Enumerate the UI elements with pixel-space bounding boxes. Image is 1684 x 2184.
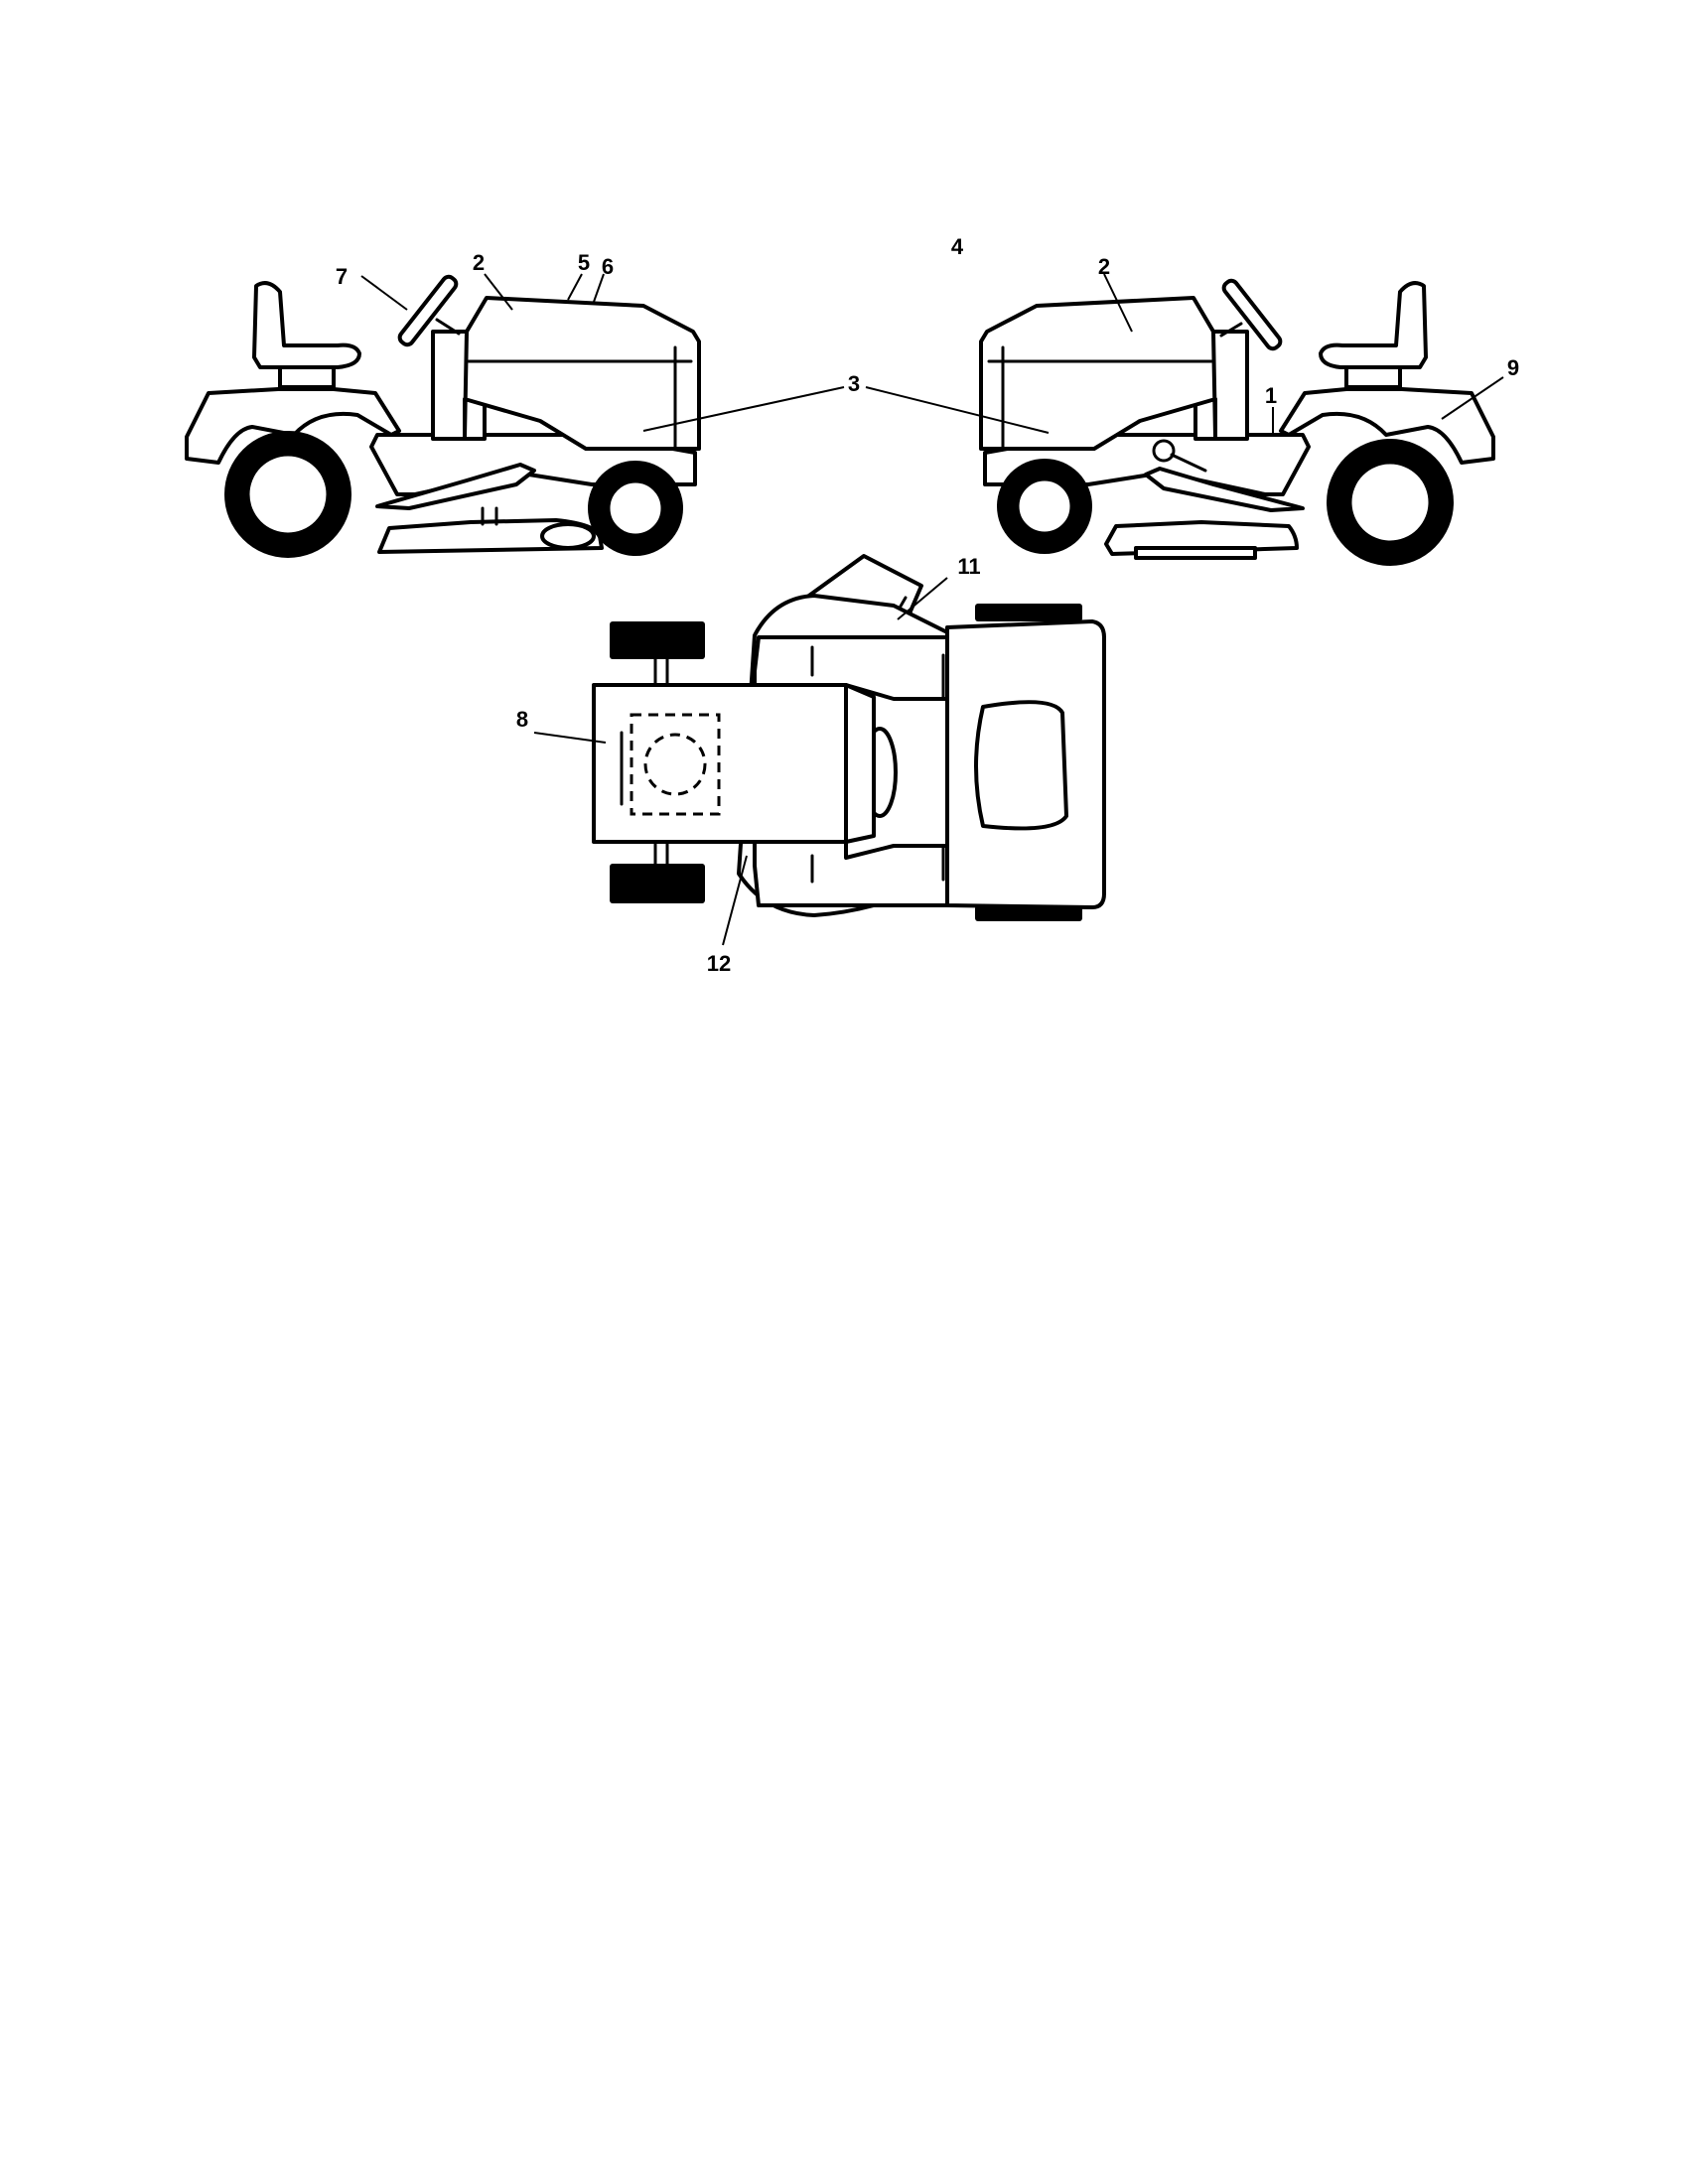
rear-hub-right <box>1348 461 1432 544</box>
callout-6: 6 <box>602 254 614 279</box>
callout-5: 5 <box>578 250 590 275</box>
leader-3-left <box>642 386 845 432</box>
callout-labels: 7 2 5 6 4 3 2 1 9 11 8 12 <box>336 234 1519 976</box>
leader-2-right <box>1103 273 1133 333</box>
callout-11: 11 <box>957 554 980 579</box>
leader-2-left <box>484 273 513 311</box>
callout-2-right: 2 <box>1098 254 1110 279</box>
leader-7 <box>360 275 408 311</box>
steering-column-left <box>435 318 461 336</box>
tractor-right-side-view <box>979 278 1495 566</box>
steering-wheel-right <box>1221 278 1283 351</box>
leader-3-right <box>865 386 1050 434</box>
callout-1: 1 <box>1265 383 1277 408</box>
seat-post-right <box>1344 365 1402 389</box>
hood-taper-top <box>844 683 876 844</box>
leader-5 <box>567 273 583 301</box>
callout-3: 3 <box>848 371 860 396</box>
front-wheel-top-lower <box>610 864 705 903</box>
callout-2-left: 2 <box>473 250 485 275</box>
hood-left <box>463 296 701 451</box>
hood-top <box>592 683 848 844</box>
leader-6 <box>593 273 605 303</box>
hood-decal-area <box>630 713 721 816</box>
seat-left <box>252 281 361 369</box>
rear-fender-right <box>1279 387 1495 465</box>
rear-fender-left <box>185 387 401 465</box>
callout-7: 7 <box>336 264 348 289</box>
rear-hub-left <box>246 453 330 536</box>
callout-12: 12 <box>707 951 731 976</box>
front-wheel-top-upper <box>610 621 705 659</box>
seat-post-left <box>278 365 336 389</box>
seat-right <box>1319 281 1428 369</box>
leader-lines <box>360 273 1504 946</box>
leader-9 <box>1441 376 1504 420</box>
callout-8: 8 <box>516 707 528 732</box>
running-board-right <box>1144 467 1305 512</box>
leader-11 <box>897 577 948 620</box>
callout-9: 9 <box>1507 355 1519 380</box>
rear-wheel-top-lower <box>975 905 1082 921</box>
deck-chute-left <box>540 522 596 550</box>
hood-decal-circle <box>643 733 707 796</box>
deck-skid-right <box>1134 546 1257 560</box>
tractor-top-view <box>592 554 1106 921</box>
seat-top <box>974 700 1068 831</box>
steering-wheel-left <box>397 274 459 347</box>
leader-8 <box>533 732 607 744</box>
leader-12 <box>722 855 748 946</box>
front-hub-right <box>1016 478 1073 535</box>
tractor-left-side-view <box>185 274 701 558</box>
rear-wheel-top-upper <box>975 604 1082 621</box>
callout-4: 4 <box>951 234 964 259</box>
hood-right <box>979 296 1217 451</box>
lift-lever-knob-right <box>1152 439 1176 463</box>
lift-lever-right <box>1170 453 1207 473</box>
running-board-left <box>375 463 536 510</box>
steering-column-right <box>1219 322 1243 338</box>
front-hub-left <box>607 479 664 537</box>
